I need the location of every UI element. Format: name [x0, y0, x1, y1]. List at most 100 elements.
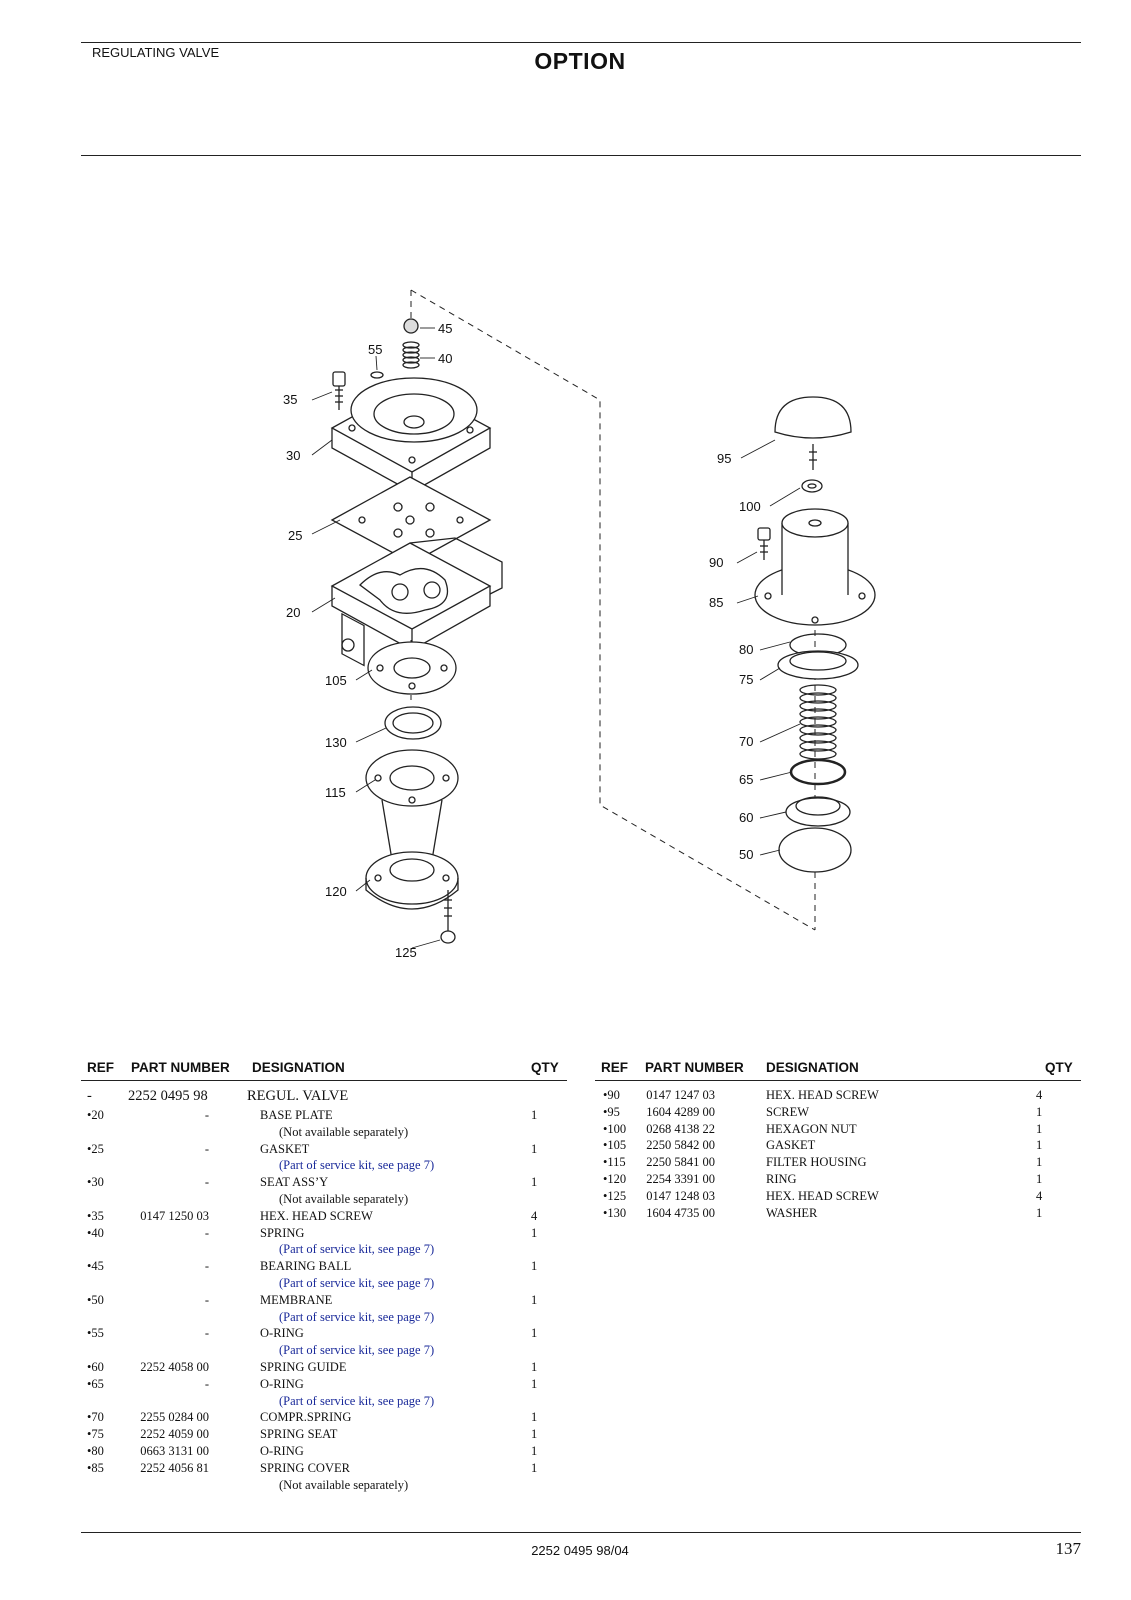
callout-130: 130 [325, 735, 347, 750]
ref-cell: •80 [87, 1444, 104, 1458]
part-120-ring [365, 851, 459, 910]
col-header-qty: QTY [531, 1060, 559, 1075]
callout-120: 120 [325, 884, 347, 899]
ref-cell: •125 [603, 1188, 627, 1203]
part-70-compression-spring [799, 684, 837, 760]
ref-cell: •85 [87, 1460, 104, 1475]
designation-cell: O-RING [260, 1376, 304, 1391]
page-number: 137 [1055, 1539, 1082, 1558]
ref-cell: •90 [603, 1088, 620, 1102]
part-number-cell: 0268 4138 22 [646, 1121, 715, 1136]
callout-90: 90 [709, 555, 723, 570]
designation-cell: (Part of service kit, see page 7) [279, 1276, 435, 1290]
qty-cell: 1 [531, 1141, 538, 1156]
designation-cell: (Not available separately) [279, 1477, 409, 1492]
part-100-hexagon-nut [801, 479, 823, 493]
callout-65: 65 [739, 772, 753, 787]
designation-cell: REGUL. VALVE [247, 1088, 349, 1104]
callout-105: 105 [325, 673, 347, 688]
ref-cell: •120 [603, 1172, 627, 1186]
designation-cell: (Not available separately) [279, 1124, 409, 1139]
ref-cell: - [87, 1088, 92, 1104]
designation-cell: (Not available separately) [279, 1192, 409, 1206]
qty-cell: 1 [1036, 1138, 1043, 1153]
callout-25: 25 [288, 528, 302, 543]
callout-95: 95 [717, 451, 731, 466]
designation-cell: SPRING SEAT [260, 1427, 338, 1442]
table-header-rule [595, 1080, 1081, 1081]
page-title: OPTION [534, 48, 626, 74]
part-number-cell: 0663 3131 00 [140, 1444, 209, 1458]
ref-cell: •100 [603, 1121, 627, 1136]
col-header-ref: REF [87, 1060, 114, 1075]
designation-cell: HEX. HEAD SCREW [260, 1208, 373, 1223]
part-55-o-ring [370, 371, 384, 379]
leader-lines [311, 327, 801, 949]
callout-85: 85 [709, 595, 723, 610]
designation-cell: SPRING [260, 1225, 305, 1240]
designation-cell: GASKET [766, 1138, 816, 1153]
ref-cell: •50 [87, 1292, 104, 1307]
qty-cell: 1 [531, 1460, 538, 1475]
part-number-cell: - [204, 1175, 209, 1190]
ref-cell: •55 [87, 1326, 104, 1341]
part-90-screw [757, 527, 771, 560]
part-number-cell: 2254 3391 00 [646, 1172, 715, 1186]
part-50-membrane [778, 827, 852, 873]
part-number-cell: 2250 5842 00 [646, 1138, 715, 1153]
ref-cell: •75 [87, 1427, 104, 1442]
designation-cell: FILTER HOUSING [766, 1155, 867, 1170]
callout-labels: 45 40 55 35 30 25 20 105 130 115 120 125… [283, 321, 761, 960]
callout-100: 100 [739, 499, 761, 514]
designation-cell: HEX. HEAD SCREW [766, 1088, 879, 1102]
callout-70: 70 [739, 734, 753, 749]
col-header-part-number: PART NUMBER [645, 1060, 744, 1075]
ref-cell: •35 [87, 1208, 104, 1223]
right-assembly [754, 396, 876, 873]
designation-cell: (Part of service kit, see page 7) [279, 1393, 435, 1408]
part-number-cell: - [204, 1108, 209, 1122]
col-header-qty: QTY [1045, 1060, 1073, 1075]
callout-125: 125 [395, 945, 417, 960]
part-105-gasket [367, 641, 457, 695]
callout-45: 45 [438, 321, 452, 336]
designation-cell: SEAT ASS’Y [260, 1175, 329, 1190]
designation-cell: WASHER [766, 1205, 818, 1220]
part-75-spring-seat [777, 650, 859, 680]
assembly-guide-line [410, 289, 816, 931]
qty-cell: 4 [531, 1208, 538, 1223]
qty-cell: 1 [1036, 1205, 1043, 1220]
part-number-cell: 2252 4056 81 [140, 1460, 209, 1475]
part-number-cell: 2252 4059 00 [140, 1427, 209, 1442]
part-40-spring [402, 341, 420, 369]
designation-cell: O-RING [260, 1444, 304, 1458]
part-number-cell: 0147 1247 03 [646, 1088, 715, 1102]
designation-cell: GASKET [260, 1141, 310, 1156]
part-115-filter-housing [365, 749, 459, 867]
qty-cell: 4 [1036, 1088, 1043, 1102]
col-header-designation: DESIGNATION [252, 1060, 345, 1075]
designation-cell: O-RING [260, 1326, 304, 1341]
part-number-cell: - [204, 1326, 209, 1341]
ref-cell: •65 [87, 1376, 104, 1391]
part-number-cell: 0147 1250 03 [140, 1208, 209, 1223]
section-label: REGULATING VALVE [92, 45, 220, 60]
part-35-screw [332, 371, 346, 410]
designation-cell: SPRING GUIDE [260, 1360, 347, 1374]
qty-cell: 1 [531, 1376, 538, 1391]
qty-cell: 1 [531, 1326, 538, 1341]
callout-60: 60 [739, 810, 753, 825]
part-95-screw-knob [774, 396, 852, 470]
part-number-cell: 1604 4289 00 [646, 1104, 715, 1119]
left-assembly [330, 318, 503, 944]
col-header-part-number: PART NUMBER [131, 1060, 230, 1075]
qty-cell: 1 [531, 1444, 538, 1458]
col-header-ref: REF [601, 1060, 628, 1075]
part-number-cell: - [204, 1259, 209, 1274]
qty-cell: 1 [531, 1427, 538, 1442]
part-number-cell: 0147 1248 03 [646, 1188, 715, 1203]
part-number-cell: 2252 0495 98 [128, 1088, 208, 1104]
callout-55: 55 [368, 342, 382, 357]
part-number-cell: - [204, 1292, 209, 1307]
part-130-washer [384, 706, 442, 740]
